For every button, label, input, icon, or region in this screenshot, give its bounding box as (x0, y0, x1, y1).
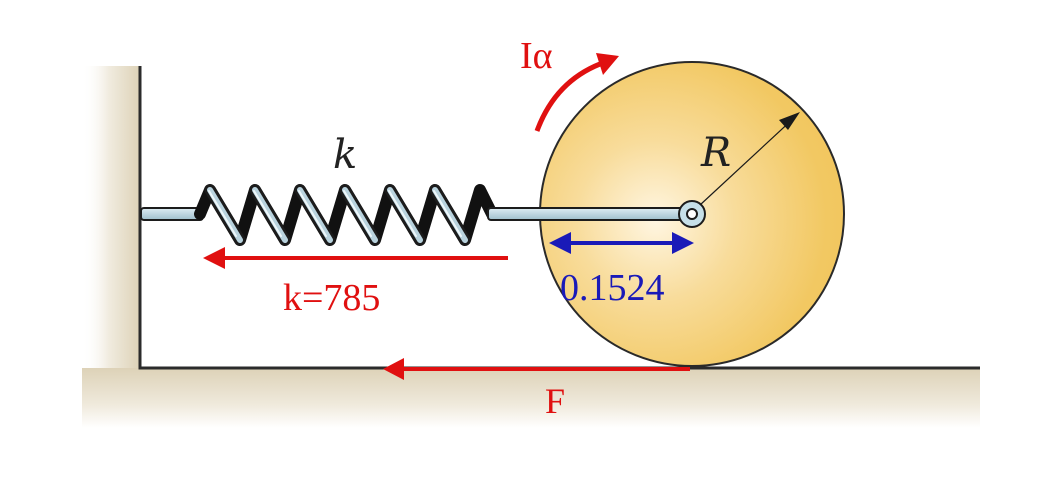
spring-end-rod-left (140, 207, 204, 221)
moment-label: Iα (520, 35, 553, 77)
offset-dimension-arrowhead-right-icon (672, 232, 694, 254)
moment-arrowhead-icon (596, 53, 619, 75)
radius-label: R (700, 130, 731, 176)
moment-arc (534, 61, 601, 132)
radius-arrowhead-icon (779, 112, 800, 130)
center-pin-hole (686, 208, 698, 220)
radius-line (699, 116, 796, 206)
wall-ground-outline (138, 66, 980, 370)
spring-coil-front (204, 184, 471, 246)
spring-symbol-label: k (333, 132, 357, 178)
spring-force-arrowhead-icon (203, 247, 225, 269)
spring-end-rod-right (487, 207, 689, 221)
ground (82, 368, 980, 428)
offset-distance-label: 0.1524 (560, 267, 665, 309)
offset-dimension-arrowhead-left-icon (549, 232, 571, 254)
spring-constant-label: k=785 (283, 277, 380, 319)
friction-force-label: F (545, 381, 565, 421)
wall (82, 66, 140, 368)
friction-force-arrowhead-icon (383, 358, 404, 380)
